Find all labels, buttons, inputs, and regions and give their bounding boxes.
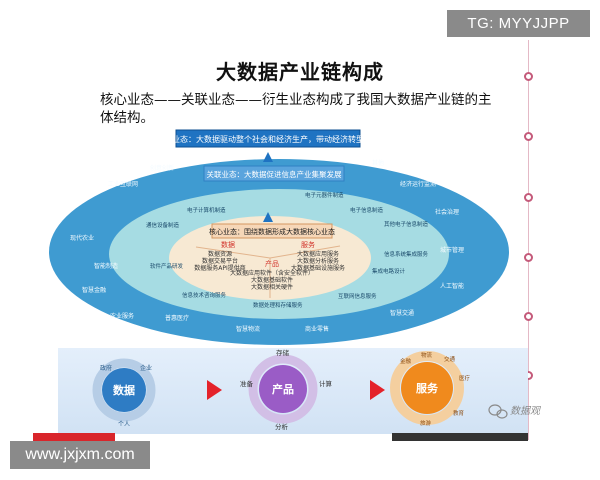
core-item: 数据资源 (208, 250, 232, 258)
outer-ring-label: 经济运行监测 (400, 180, 436, 188)
upward-arrow-icon (263, 212, 273, 222)
product-outer-ring (248, 354, 318, 424)
outer-ring-label: 其他 (372, 159, 384, 167)
product-edge-label: 存储 (276, 348, 290, 357)
middle-ring-label: 信息技术咨询服务 (182, 291, 227, 299)
core-item: 大数据基础软件 (251, 276, 293, 284)
middle-ring-label: 互联网信息服务 (338, 292, 377, 300)
service-ring-label: 旅游 (420, 419, 432, 427)
footer-bar-dark (392, 433, 528, 441)
core-item: 大数据基础设施服务 (291, 264, 345, 272)
core-sector-service-title: 服务 (301, 240, 315, 249)
core-item: 数据交易平台 (202, 257, 238, 265)
wechat-brand-icon (488, 404, 508, 419)
product-edge-label: 准备 (240, 379, 254, 388)
flow-arrow-icon (207, 380, 222, 400)
outer-ring-label: 现代农业 (70, 234, 94, 242)
timeline-dot-icon (524, 193, 533, 202)
data-ring-label: 政府 (100, 364, 112, 372)
intro-paragraph: 核心业态——关联业态——衍生业态构成了我国大数据产业链的主体结构。 (100, 92, 492, 126)
related-layer-box (203, 165, 345, 182)
outer-ring-label: 社会治理 (435, 208, 459, 216)
service-ring-label: 物流 (421, 351, 433, 359)
outer-ring-label: 农业服务 (110, 312, 134, 320)
core-sector-data-title: 数据 (221, 240, 235, 249)
timeline-dot-icon (524, 312, 533, 321)
middle-ring-label: 集成电路设计 (372, 267, 406, 275)
core-item: 数据服务API提供商 (194, 264, 246, 272)
middle-ring-label: 电子计算机制造 (187, 206, 226, 214)
related-layer-label: 关联业态：大数据促进信息产业集聚发展 (207, 169, 342, 179)
middle-ring-label: 数据处理和存储服务 (253, 301, 303, 309)
data-circle (102, 368, 146, 412)
service-circle (401, 362, 453, 414)
outer-ring-label: 人工智能 (440, 282, 464, 290)
flow-arrow-icon (370, 380, 385, 400)
outer-ring-label: 智能制造 (94, 262, 118, 270)
core-layer-label: 核心业态：围绕数据形成大数据核心业态 (209, 227, 335, 236)
watermark-top-right: TG: MYYJJPP (447, 10, 590, 37)
core-layer-box (211, 223, 333, 239)
middle-ring-label: 信息系统集成服务 (384, 250, 429, 258)
data-circle-label: 数据 (113, 383, 135, 397)
derived-layer-box (175, 129, 361, 148)
outer-ring-label: 智慧物流 (236, 325, 260, 333)
outer-ring-label: 创意创新 (150, 164, 174, 172)
page-title: 大数据产业链构成 (216, 60, 384, 84)
middle-ring-label: 电子信息制造 (350, 206, 384, 214)
outer-ring-label: 智慧交通 (390, 309, 414, 317)
data-ring-label: 企业 (140, 364, 152, 372)
product-circle (259, 365, 307, 413)
outer-ring-label: 智慧金融 (82, 286, 106, 294)
brand-label: 数据观 (510, 405, 541, 417)
service-outer-ring (390, 351, 464, 425)
middle-ring-label: 通信设备制造 (146, 221, 180, 229)
watermark-bottom-left: www.jxjxm.com (10, 441, 150, 469)
outer-ring-label: 商业零售 (305, 325, 329, 333)
core-divider (269, 245, 341, 259)
middle-ring-label: 其他电子信息制造 (384, 220, 429, 228)
service-ring-label: 教育 (453, 409, 465, 417)
core-item: 大数据应用软件（含安全软件） (230, 269, 314, 277)
middle-ring-label: 电子元器件制造 (305, 191, 344, 199)
data-outer-ring (92, 358, 156, 422)
footer-bar-red (33, 433, 115, 441)
outer-ring-label: 普惠医疗 (165, 314, 189, 322)
service-ring-label: 交通 (444, 355, 456, 363)
core-item: 大数据应用服务 (297, 250, 339, 258)
service-ring-label: 金融 (400, 357, 412, 365)
upward-arrow-icon (263, 152, 273, 162)
service-ring-label: 医疗 (459, 374, 471, 382)
core-item: 大数据分析服务 (297, 257, 339, 265)
timeline-line (528, 40, 529, 440)
derived-layer-label: 衍生业态：大数据驱动整个社会和经济生产，带动经济转型升级 (156, 134, 380, 144)
data-ring-label: 个人 (118, 421, 130, 428)
outer-ring-label: 工业互联网 (108, 180, 138, 188)
timeline-dot-icon (524, 253, 533, 262)
core-sector-product-title: 产品 (265, 259, 279, 268)
timeline-dot-icon (524, 132, 533, 141)
core-divider (195, 246, 271, 259)
service-circle-label: 服务 (416, 381, 439, 395)
middle-ring-label: 软件产品研发 (150, 262, 184, 270)
outer-ring-label: 城市管理 (440, 246, 464, 254)
product-circle-label: 产品 (272, 382, 294, 396)
product-edge-label: 分析 (275, 422, 289, 431)
core-item: 大数据相关硬件 (251, 283, 293, 291)
product-edge-label: 计算 (319, 379, 333, 388)
timeline-dot-icon (524, 72, 533, 81)
